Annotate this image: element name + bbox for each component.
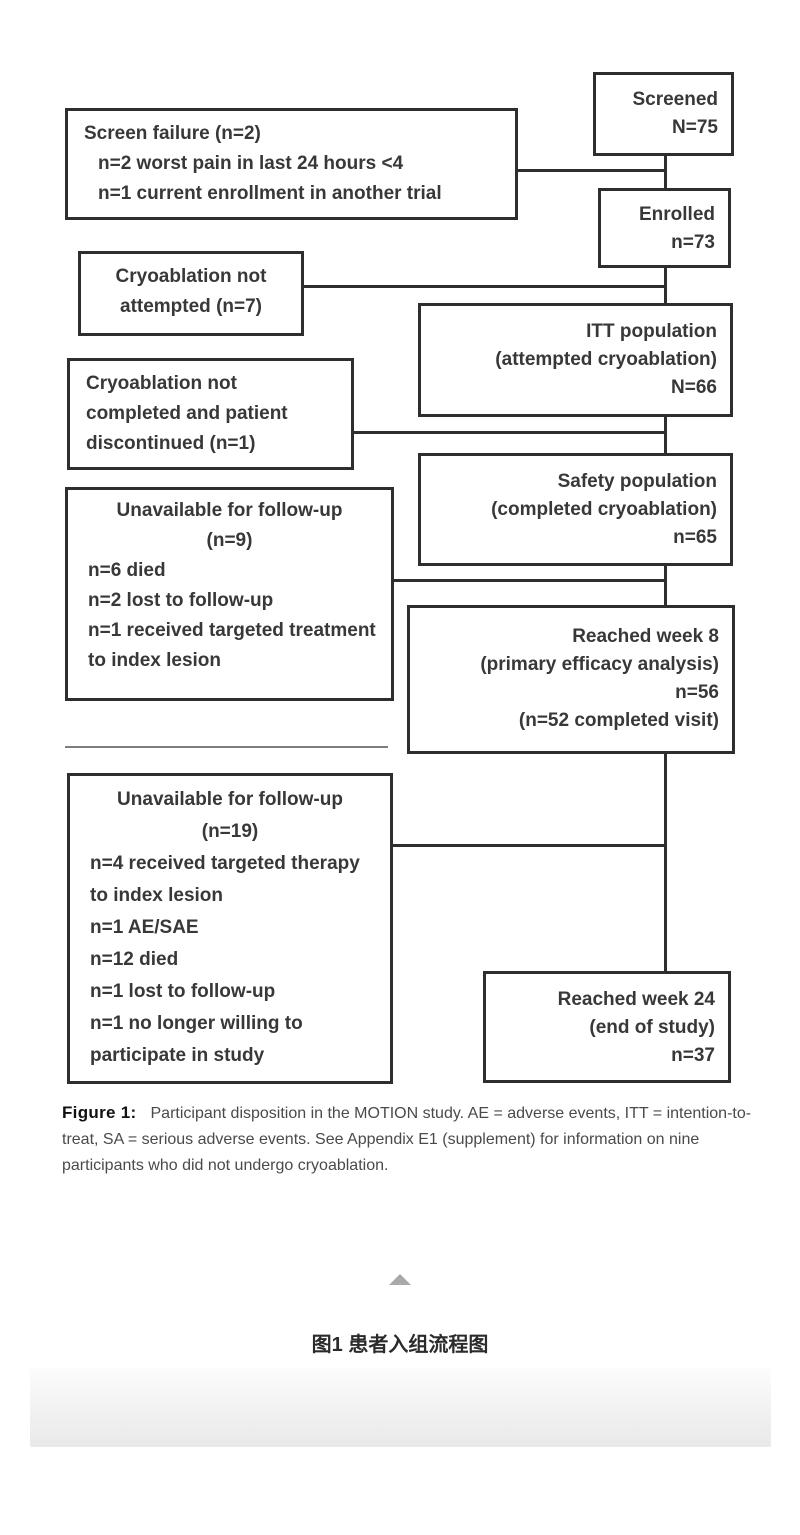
box-line: Cryoablation not xyxy=(86,373,237,394)
box-count: n=73 xyxy=(671,232,715,253)
box-line: (primary efficacy analysis) xyxy=(480,654,719,675)
box-count: n=65 xyxy=(673,527,717,548)
box-line: n=6 died xyxy=(88,560,166,581)
flow-box-itt-population: ITT population (attempted cryoablation) … xyxy=(418,303,733,417)
flow-line-itt-safety xyxy=(664,416,667,454)
box-line: n=1 received targeted treatment to index… xyxy=(88,620,376,671)
box-count: N=66 xyxy=(671,377,717,398)
box-line: Enrolled xyxy=(638,204,715,225)
flow-line-safety-week8 xyxy=(664,565,667,606)
figure-caption-text: Participant disposition in the MOTION st… xyxy=(62,1105,752,1174)
box-line: n=2 lost to follow-up xyxy=(88,590,274,611)
flow-connector-screen-failure xyxy=(518,169,667,172)
box-line: discontinued (n=1) xyxy=(86,433,256,454)
box-line: n=1 no longer willing to participate in … xyxy=(90,1013,303,1066)
flow-box-screen-failure: Screen failure (n=2) n=2 worst pain in l… xyxy=(65,108,518,220)
box-line: n=1 AE/SAE xyxy=(90,917,199,938)
box-count: (n=9) xyxy=(206,530,253,551)
flow-connector-cryo-not-completed xyxy=(353,431,667,434)
flow-box-cryoablation-not-completed: Cryoablation not completed and patient d… xyxy=(67,358,354,470)
box-line: (attempted cryoablation) xyxy=(495,349,717,370)
box-line: completed and patient xyxy=(86,403,288,424)
box-line: n=12 died xyxy=(90,949,179,970)
flow-box-reached-week-24: Reached week 24 (end of study) n=37 xyxy=(483,971,731,1083)
box-count: (n=19) xyxy=(201,821,259,842)
box-line: Screened xyxy=(632,89,718,110)
flow-box-cryoablation-not-attempted: Cryoablation not attempted (n=7) xyxy=(78,251,304,336)
box-line: n=1 lost to follow-up xyxy=(90,981,276,1002)
flow-box-enrolled: Enrolled n=73 xyxy=(598,188,731,268)
box-line: (end of study) xyxy=(589,1017,715,1038)
flow-box-screened: Screened N=75 xyxy=(593,72,734,156)
divider-line xyxy=(65,746,388,748)
box-line: Reached week 24 xyxy=(557,989,715,1010)
box-count: n=56 xyxy=(675,682,719,703)
figure-label: Figure 1: xyxy=(62,1103,137,1122)
box-line: (completed cryoablation) xyxy=(491,499,717,520)
box-line: (n=52 completed visit) xyxy=(518,710,719,731)
up-triangle-icon[interactable] xyxy=(389,1274,411,1285)
flow-line-week8-week24 xyxy=(664,753,667,972)
figure-caption: Figure 1:Participant disposition in the … xyxy=(62,1100,754,1179)
footer-panel xyxy=(30,1368,771,1447)
flow-box-reached-week-8: Reached week 8 (primary efficacy analysi… xyxy=(407,605,735,754)
box-line: n=4 received targeted therapy to index l… xyxy=(90,853,360,906)
flow-box-unavailable-followup-19: Unavailable for follow-up (n=19) n=4 rec… xyxy=(67,773,393,1084)
figure-caption-zh: 图1 患者入组流程图 xyxy=(311,1334,489,1356)
box-count: n=37 xyxy=(671,1045,715,1066)
flow-connector-cryo-not-attempted xyxy=(303,285,667,288)
box-line: attempted (n=7) xyxy=(120,296,262,317)
box-line: n=2 worst pain in last 24 hours <4 xyxy=(98,153,404,174)
box-line: Safety population xyxy=(557,471,717,492)
flow-box-safety-population: Safety population (completed cryoablatio… xyxy=(418,453,733,566)
flow-connector-unavailable-9 xyxy=(393,579,667,582)
box-heading: Unavailable for follow-up xyxy=(116,500,343,521)
flow-line-screened-enrolled xyxy=(664,155,667,189)
flow-box-unavailable-followup-9: Unavailable for follow-up (n=9) n=6 died… xyxy=(65,487,394,701)
box-heading: Unavailable for follow-up xyxy=(117,789,343,810)
box-count: N=75 xyxy=(672,117,718,138)
box-line: n=1 current enrollment in another trial xyxy=(98,183,442,204)
flow-connector-unavailable-19 xyxy=(392,844,667,847)
box-line: Screen failure (n=2) xyxy=(84,123,261,144)
box-line: Cryoablation not xyxy=(115,266,267,287)
box-line: ITT population xyxy=(586,321,717,342)
box-line: Reached week 8 xyxy=(572,626,719,647)
